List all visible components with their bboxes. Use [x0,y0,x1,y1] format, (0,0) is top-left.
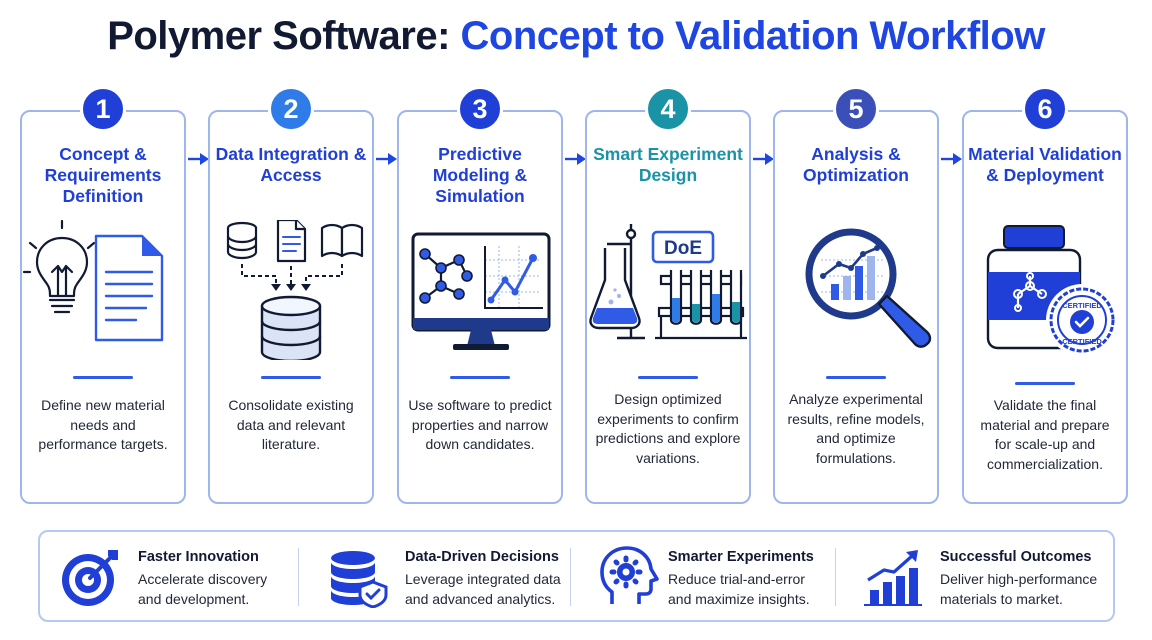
growth-chart-icon [864,550,922,606]
certified-seal-top-label: CERTIFIED [1062,301,1102,310]
benefit-smarter-experiments: Smarter Experiments Reduce trial-and-err… [598,532,848,620]
step-card-1: 1 Concept & Requirements Definition Defi… [20,86,186,504]
step-badge-3: 3 [457,86,503,132]
step-title-2: Data Integration & Access [215,144,367,185]
step-card-2: 2 Data Integration & Access [208,86,374,504]
step-card-5: 5 Analysis & Optimization Analyze experi… [773,86,939,504]
step-description-6: Validate the final material and prepare … [980,397,1110,472]
step-divider-2 [261,376,321,379]
benefit-separator [570,548,571,606]
benefit-separator [835,548,836,606]
step-title-6: Material Validation & Deployment [968,144,1122,185]
title-part-2: Concept to Validation Workflow [460,14,1046,58]
step-description-3: Use software to predict properties and n… [408,397,552,452]
doe-label: DoE [664,238,702,259]
benefit-successful-outcomes: Successful Outcomes Deliver high-perform… [862,532,1107,620]
step-description-4: Design optimized experiments to confirm … [595,391,741,466]
flow-arrow-icon [753,153,774,165]
benefit-separator [298,548,299,606]
step-title-1: Concept & Requirements Definition [44,144,162,206]
step-card-6: 6 Material Validation & Deployment CERTI… [962,86,1128,504]
flow-arrow-icon [941,153,962,165]
certified-material-jar-icon: CERTIFIED CERTIFIED [986,225,1118,356]
magnifier-analysis-icon [805,228,932,348]
benefit-title-1: Faster Innovation [138,549,259,565]
step-title-4: Smart Experiment Design [593,144,743,185]
target-icon [62,550,118,606]
step-badge-4: 4 [645,86,691,132]
page-title: Polymer Software: Concept to Validation … [0,14,1152,59]
step-description-2: Consolidate existing data and relevant l… [228,397,354,452]
step-divider-6 [1015,382,1075,385]
flow-arrow-icon [376,153,397,165]
data-sources-database-icon [226,220,364,360]
step-description-1: Define new material needs and performanc… [38,397,168,452]
step-divider-1 [73,376,133,379]
lab-flask-test-tubes-icon: DoE [589,224,747,340]
flow-arrow-icon [565,153,586,165]
simulation-monitor-icon [411,232,551,350]
benefit-data-driven-decisions: Data-Driven Decisions Leverage integrate… [327,532,577,620]
step-divider-5 [826,376,886,379]
step-divider-4 [638,376,698,379]
title-part-1: Polymer Software: [107,14,450,58]
step-card-3: 3 Predictive Modeling & Simulation Use s… [397,86,563,504]
step-badge-2: 2 [268,86,314,132]
head-gear-icon [600,546,659,604]
step-title-5: Analysis & Optimization [803,144,909,185]
benefit-title-3: Smarter Experiments [668,549,814,565]
lightbulb-document-icon [22,220,164,342]
step-badge-6: 6 [1022,86,1068,132]
flow-arrow-icon [188,153,209,165]
certified-seal-bottom-label: CERTIFIED [1062,337,1102,346]
step-card-4: 4 Smart Experiment Design DoE [585,86,751,504]
step-divider-3 [450,376,510,379]
benefit-title-2: Data-Driven Decisions [405,549,559,565]
benefit-title-4: Successful Outcomes [940,549,1092,565]
step-description-5: Analyze experimental results, refine mod… [787,391,925,466]
database-shield-icon [331,551,388,608]
step-badge-5: 5 [833,86,879,132]
step-badge-1: 1 [80,86,126,132]
step-title-3: Predictive Modeling & Simulation [432,144,528,206]
